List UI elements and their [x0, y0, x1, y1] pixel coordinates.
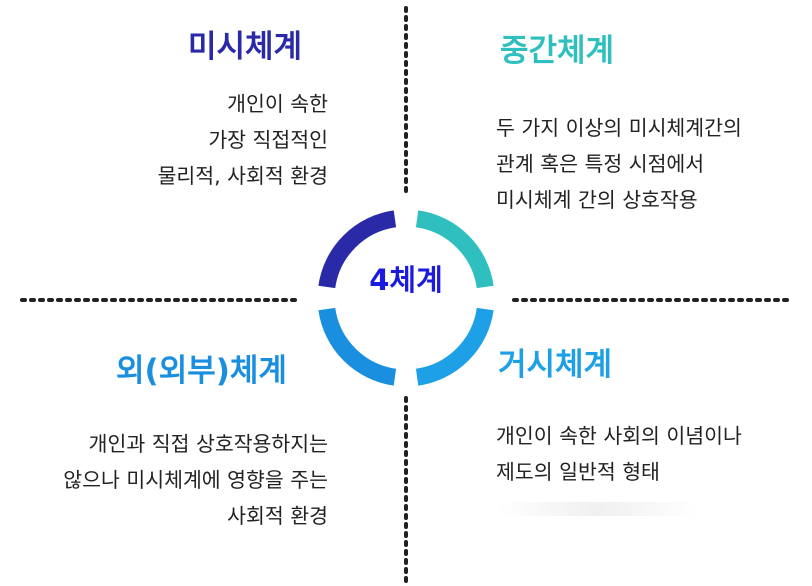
meso-description: 두 가지 이상의 미시체계간의 관계 혹은 특정 시점에서 미시체계 간의 상호…: [496, 110, 742, 218]
ring-segment-macro: [415, 307, 494, 386]
exo-line: 개인과 직접 상호작용하지는: [88, 432, 328, 456]
ring-segment-meso: [415, 210, 494, 289]
micro-line: 개인이 속한: [227, 92, 328, 116]
exo-title: 외(외부)체계: [116, 353, 287, 389]
exo-line: 사회적 환경: [227, 504, 328, 528]
macro-line: 제도의 일반적 형태: [496, 460, 660, 484]
meso-title: 중간체계: [500, 33, 615, 69]
macro-title: 거시체계: [498, 347, 613, 383]
micro-line: 가장 직접적인: [208, 128, 328, 152]
exo-line: 않으나 미시체계에 영향을 주는: [63, 468, 328, 492]
micro-title: 미시체계: [188, 29, 303, 65]
macro-description: 개인이 속한 사회의 이념이나 제도의 일반적 형태: [496, 418, 742, 490]
center-label: 4체계: [369, 263, 443, 297]
exo-description: 개인과 직접 상호작용하지는 않으나 미시체계에 영향을 주는 사회적 환경: [63, 426, 328, 534]
meso-line: 미시체계 간의 상호작용: [496, 188, 698, 212]
micro-line: 물리적, 사회적 환경: [157, 164, 328, 188]
ring-segment-micro: [318, 210, 397, 289]
meso-line: 관계 혹은 특정 시점에서: [496, 152, 705, 176]
macro-line: 개인이 속한 사회의 이념이나: [496, 424, 742, 448]
meso-line: 두 가지 이상의 미시체계간의: [496, 116, 742, 140]
center-ring: [318, 210, 494, 386]
ring-segment-exo: [318, 307, 397, 386]
faded-underline: [498, 502, 698, 516]
micro-description: 개인이 속한 가장 직접적인 물리적, 사회적 환경: [158, 86, 328, 194]
